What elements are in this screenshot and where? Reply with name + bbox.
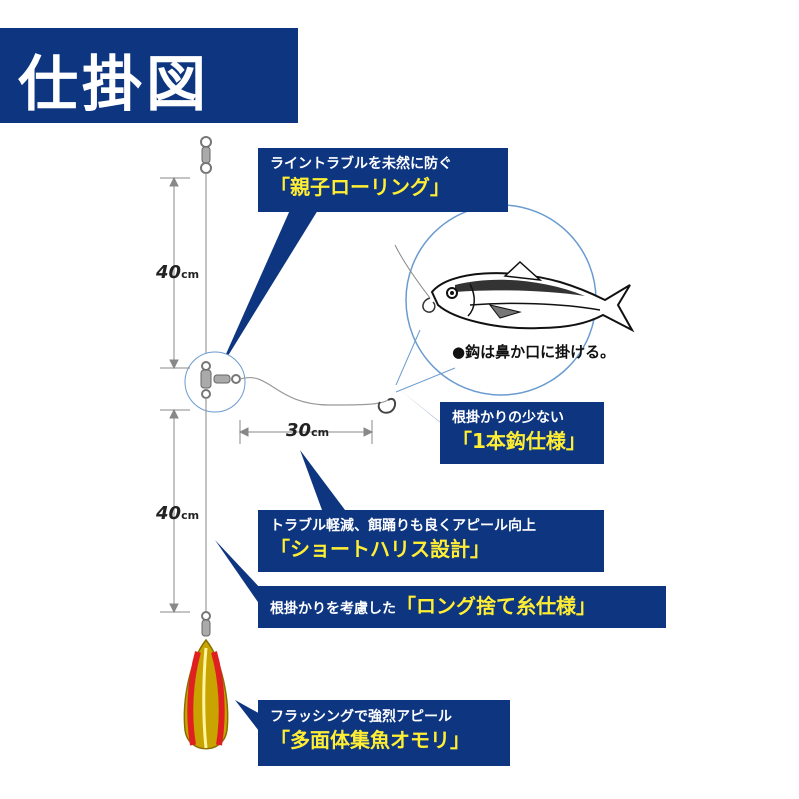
hook bbox=[377, 397, 396, 414]
dimension-lower-value: 40 bbox=[156, 503, 182, 524]
page-title: 仕掛図 bbox=[18, 50, 210, 120]
sute-pointer bbox=[215, 540, 262, 608]
title-bar: 仕掛図 bbox=[0, 28, 298, 123]
fish-hook bbox=[422, 297, 436, 313]
callout-sute: 根掛かりを考慮した「ロング捨て糸仕様」 bbox=[258, 586, 666, 628]
callout-omori-sub: フラッシングで強烈アピール bbox=[270, 709, 452, 725]
top-swivel-ring bbox=[200, 136, 212, 148]
callout-hook: 根掛かりの少ない 「1本鈎仕様」 bbox=[440, 402, 604, 464]
oyako-swivel-body bbox=[200, 369, 212, 389]
fish-back-shade bbox=[455, 279, 585, 296]
horse-mackerel-illustration bbox=[394, 244, 635, 333]
callout-harisu: トラブル軽減、餌踊りも良くアピール向上 「ショートハリス設計」 bbox=[258, 510, 604, 572]
dimension-upper-value: 40 bbox=[156, 262, 182, 283]
dimension-lines bbox=[160, 176, 374, 614]
dimension-upper-label: 40cm bbox=[156, 262, 199, 283]
oyako-swivel-branch bbox=[213, 374, 231, 384]
top-swivel-body bbox=[201, 146, 211, 164]
dimension-branch-label: 30cm bbox=[286, 420, 329, 441]
top-swivel-ring-lower bbox=[200, 162, 212, 174]
sinker-snap-ring bbox=[201, 611, 211, 621]
sinker-illustration bbox=[183, 638, 229, 750]
fish-pupil bbox=[450, 291, 454, 295]
hook-pointer bbox=[400, 390, 452, 432]
callout-sute-main: 「ロング捨て糸仕様」 bbox=[396, 594, 596, 618]
zoom-line-lower bbox=[395, 367, 456, 393]
branch-line bbox=[239, 377, 389, 406]
sinker-stripe-right bbox=[211, 651, 225, 746]
main-line-group bbox=[184, 136, 396, 637]
callout-swivel-main: 「親子ローリング」 bbox=[270, 175, 450, 199]
omori-pointer bbox=[235, 700, 262, 735]
dimension-upper-unit: cm bbox=[181, 268, 200, 281]
callout-sute-sub: 根掛かりを考慮した bbox=[270, 601, 396, 617]
callout-harisu-main: 「ショートハリス設計」 bbox=[270, 537, 490, 561]
sinker-highlight bbox=[202, 647, 208, 749]
callout-swivel: ライントラブルを未然に防ぐ 「親子ローリング」 bbox=[258, 148, 508, 212]
fish-fin-top bbox=[503, 260, 543, 282]
callout-harisu-sub: トラブル軽減、餌踊りも良くアピール向上 bbox=[270, 518, 536, 534]
fish-lateral-line bbox=[469, 302, 601, 311]
callout-hook-sub: 根掛かりの少ない bbox=[452, 410, 564, 426]
fish-line bbox=[394, 244, 431, 299]
fish-fin-pectoral bbox=[488, 304, 522, 319]
callout-swivel-sub: ライントラブルを未然に防ぐ bbox=[270, 156, 452, 172]
dimension-branch-unit: cm bbox=[311, 426, 330, 439]
harisu-pointer bbox=[300, 450, 345, 510]
callout-omori-main: 「多面体集魚オモリ」 bbox=[270, 728, 470, 752]
swivel-pointer bbox=[218, 210, 318, 372]
hook-note: ●鈎は鼻か口に掛ける。 bbox=[452, 343, 616, 361]
callout-omori: フラッシングで強烈アピール 「多面体集魚オモリ」 bbox=[258, 700, 510, 766]
callout-hook-main: 「1本鈎仕様」 bbox=[452, 429, 586, 453]
sinker-snap bbox=[201, 619, 211, 637]
fish-gill bbox=[467, 283, 475, 317]
callout-sute-line: 根掛かりを考慮した「ロング捨て糸仕様」 bbox=[270, 593, 654, 622]
sinker-stripe-left bbox=[187, 651, 201, 746]
dimension-lower-label: 40cm bbox=[156, 503, 199, 524]
dimension-lower-unit: cm bbox=[181, 509, 200, 522]
dimension-branch-value: 30 bbox=[286, 420, 312, 441]
zoom-line-upper bbox=[395, 329, 421, 386]
